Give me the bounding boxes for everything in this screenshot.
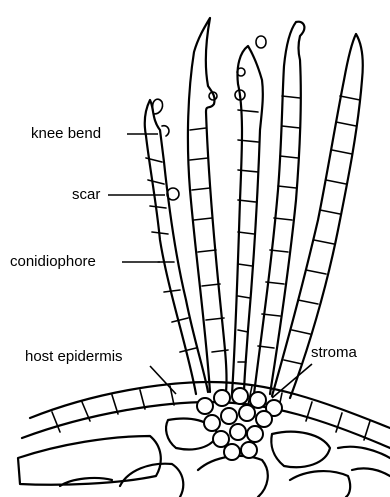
host-epidermis [22,382,390,448]
conidiophore-label: conidiophore [10,253,96,270]
stroma-cells [197,388,282,460]
host-epidermis-leader [150,366,176,394]
label-scar: scar [72,186,165,203]
knee-bend-label: knee bend [31,125,101,142]
stroma-label: stroma [311,344,358,361]
host-tissue-cells [18,419,390,497]
host-epidermis-label: host epidermis [25,348,123,365]
label-conidiophore: conidiophore [10,253,160,270]
label-knee-bend: knee bend [31,125,158,142]
conidiophore-bundle [145,18,363,398]
scar-label: scar [72,186,100,203]
